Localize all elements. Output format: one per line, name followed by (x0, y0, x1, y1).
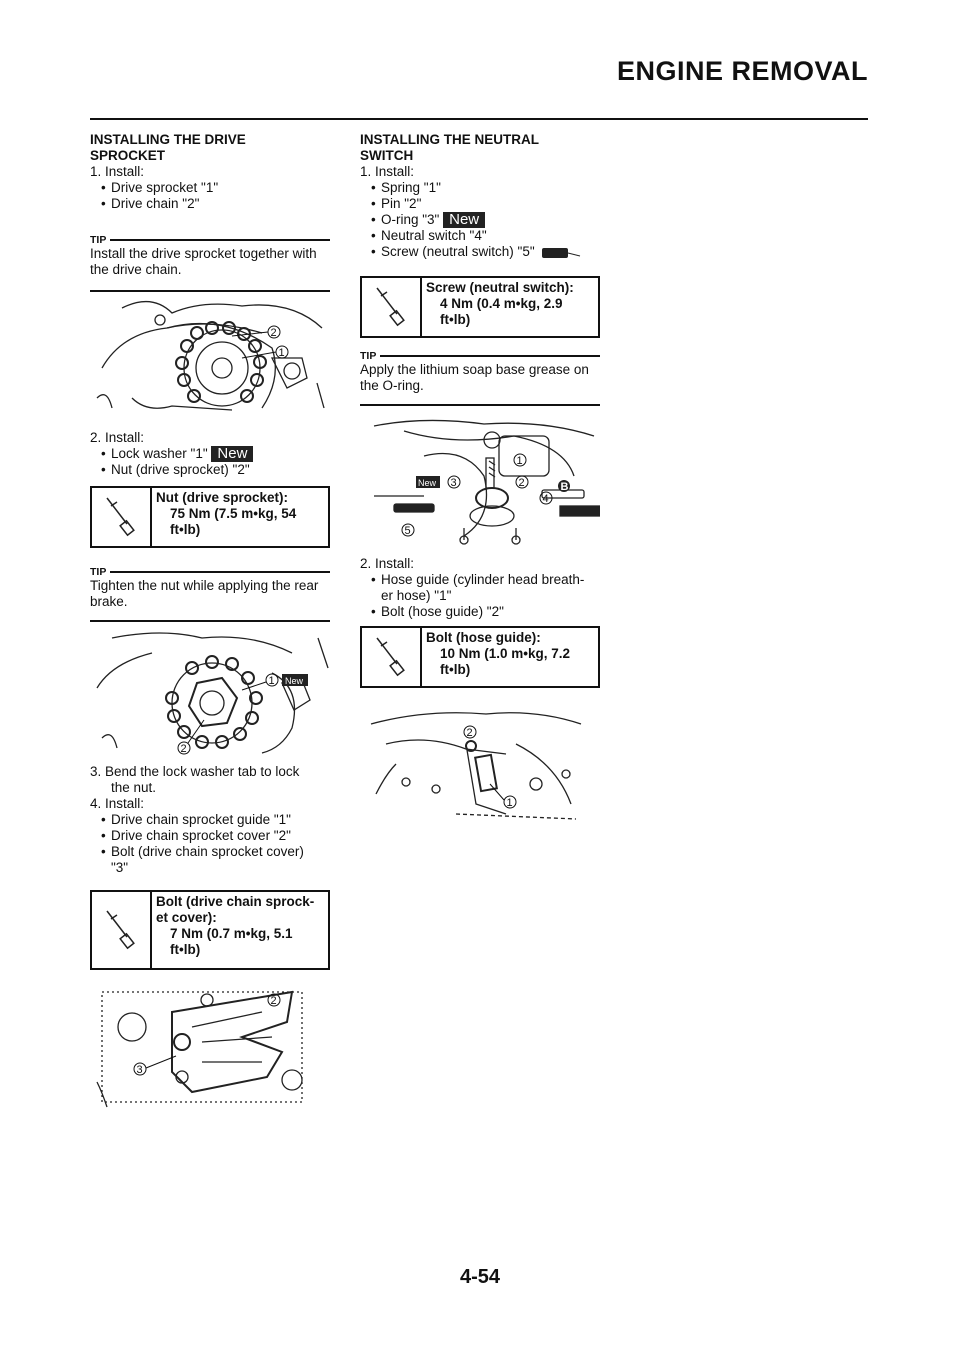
tip-text: Install the drive sprocket together with… (90, 246, 317, 277)
svg-text:New: New (285, 676, 304, 686)
new-badge: New (443, 212, 486, 229)
svg-text:5: 5 (405, 525, 411, 537)
spec-unit: ft•lb) (440, 662, 471, 677)
spec-title-cont: et cover): (156, 910, 217, 925)
callout-1: 1 (279, 347, 285, 359)
torque-wrench-icon (92, 488, 152, 546)
svg-text:3: 3 (451, 477, 457, 489)
list-item: •Spring "1" (371, 180, 441, 195)
spec-unit: ft•lb) (170, 522, 201, 537)
torque-spec-box: Nut (drive sprocket): 75 Nm (7.5 m•kg, 5… (90, 486, 330, 548)
svg-text:1: 1 (507, 797, 513, 809)
svg-text:2: 2 (271, 995, 277, 1007)
page-number: 4-54 (459, 1266, 501, 1288)
section-heading-cont: SPROCKET (90, 148, 166, 163)
left-steps-3: 3. Bend the lock washer tab to lock the … (90, 764, 330, 876)
spec-value: 7 Nm (0.7 m•kg, 5.1 (170, 926, 293, 941)
step-3-cont: the nut. (111, 780, 157, 795)
tip-label: TIP (90, 566, 330, 578)
left-column: INSTALLING THE DRIVE SPROCKET 1. Install… (90, 132, 330, 212)
step-2: 2. Install: (360, 556, 415, 571)
list-item-cont: er hose) "1" (381, 588, 452, 603)
list-item: •Drive chain sprocket guide "1" (101, 812, 291, 827)
sprocket-cover-figure: 2 3 (96, 990, 303, 1108)
list-item-cont: "3" (111, 860, 129, 875)
list-item: •Nut (drive sprocket) "2" (101, 462, 250, 478)
svg-text:B: B (561, 481, 569, 493)
right-steps-2: 2. Install: •Hose guide (cylinder head b… (360, 556, 600, 620)
drive-sprocket-figure: 2 1 (96, 301, 325, 411)
list-item: •Bolt (drive chain sprocket cover) (101, 844, 304, 859)
list-item: •Bolt (hose guide) "2" (371, 604, 504, 619)
step-1: 1. Install: (90, 164, 145, 179)
spec-value: 10 Nm (1.0 m•kg, 7.2 (440, 646, 571, 661)
torque-wrench-icon (362, 628, 422, 686)
step-1: 1. Install: (360, 164, 415, 179)
torque-spec-box: Screw (neutral switch): 4 Nm (0.4 m•kg, … (360, 276, 600, 338)
right-column: INSTALLING THE NEUTRAL SWITCH 1. Install… (360, 132, 600, 260)
list-item: •Drive sprocket "1" (101, 180, 219, 195)
tip-box: TIP Apply the lithium soap base grease o… (360, 350, 600, 406)
header-divider (90, 118, 868, 120)
step-4: 4. Install: (90, 796, 145, 811)
svg-text:2: 2 (467, 727, 473, 739)
svg-text:1: 1 (269, 675, 275, 687)
spec-title: Bolt (drive chain sprock- (156, 894, 315, 909)
spec-title: Nut (drive sprocket): (156, 490, 289, 505)
svg-text:2: 2 (519, 477, 525, 489)
tip-text: Apply the lithium soap base grease on th… (360, 362, 589, 393)
torque-wrench-icon (92, 892, 152, 968)
list-item: •Neutral switch "4" (371, 228, 487, 244)
torque-wrench-icon (362, 278, 422, 336)
neutral-switch-figure: New 3 1 2 4 5 B (373, 419, 600, 545)
section-heading: INSTALLING THE DRIVE (90, 132, 246, 147)
tip-box: TIP Install the drive sprocket together … (90, 234, 330, 292)
spec-value: 4 Nm (0.4 m•kg, 2.9 (440, 296, 563, 311)
spec-unit: ft•lb) (170, 942, 201, 957)
tip-label: TIP (90, 234, 330, 246)
page-title: ENGINE REMOVAL (616, 56, 868, 86)
spec-value: 75 Nm (7.5 m•kg, 54 (170, 506, 297, 521)
svg-text:New: New (418, 478, 437, 488)
tip-label: TIP (360, 350, 600, 362)
grease-icon (542, 247, 581, 258)
section-heading-cont: SWITCH (360, 148, 414, 163)
list-item: •Drive chain sprocket cover "2" (101, 828, 291, 843)
torque-spec-box: Bolt (drive chain sprock- et cover): 7 N… (90, 890, 330, 970)
section-heading: INSTALLING THE NEUTRAL (360, 132, 539, 147)
left-steps-2: 2. Install: •Lock washer "1" New •Nut (d… (90, 430, 330, 478)
step-2: 2. Install: (90, 430, 145, 445)
list-item: •Screw (neutral switch) "5" (360, 244, 600, 260)
spec-title: Bolt (hose guide): (426, 630, 541, 645)
list-item: •Drive chain "2" (101, 196, 200, 211)
svg-text:2: 2 (181, 743, 187, 755)
lock-washer-figure: 1 New 2 (96, 632, 329, 755)
list-item: •Lock washer "1" New (90, 446, 330, 463)
list-item: •Hose guide (cylinder head breath- (371, 572, 585, 587)
tip-text: Tighten the nut while applying the rear … (90, 578, 319, 609)
torque-spec-box: Bolt (hose guide): 10 Nm (1.0 m•kg, 7.2 … (360, 626, 600, 688)
list-item: •O-ring "3" New (360, 212, 600, 229)
svg-text:4: 4 (543, 493, 549, 505)
step-3: 3. Bend the lock washer tab to lock (90, 764, 300, 779)
tip-box: TIP Tighten the nut while applying the r… (90, 566, 330, 622)
spec-title: Screw (neutral switch): (426, 280, 574, 295)
list-item: •Pin "2" (371, 196, 422, 211)
callout-2: 2 (271, 327, 277, 339)
hose-guide-figure: 2 1 (370, 712, 582, 820)
svg-text:1: 1 (517, 455, 523, 467)
spec-unit: ft•lb) (440, 312, 471, 327)
svg-text:3: 3 (137, 1064, 143, 1076)
new-badge: New (211, 446, 254, 463)
